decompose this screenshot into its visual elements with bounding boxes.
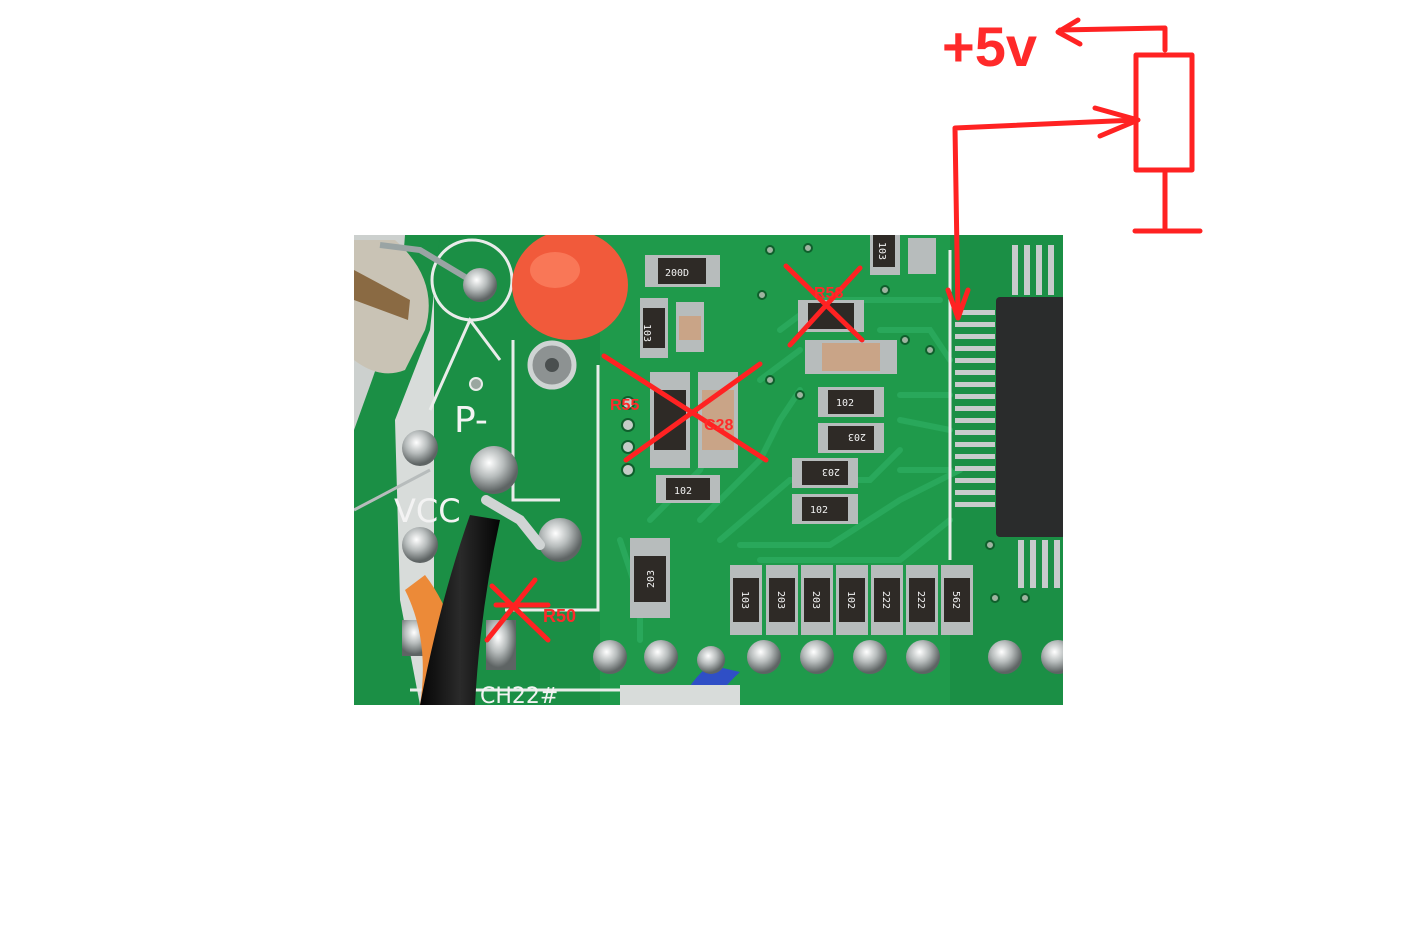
chip-102-right: 102 <box>836 398 854 409</box>
orange-capacitor <box>512 235 628 340</box>
label-r58: R58 <box>814 285 843 302</box>
cross-r55-c28 <box>601 353 769 463</box>
label-r55: R55 <box>610 397 639 414</box>
chip-103-a: 103 <box>641 324 652 342</box>
black-wire <box>420 515 500 705</box>
ic-chip <box>955 245 1063 588</box>
chip-row-5: 222 <box>880 591 891 609</box>
resistor-row: 103 203 203 102 222 222 562 <box>730 565 973 635</box>
ic-pins-left <box>955 310 995 507</box>
pads-left <box>402 430 582 670</box>
pcb-photo: P- VCC <box>354 235 1063 709</box>
annotations: +5v <box>484 15 1203 643</box>
chip-102-mid: 102 <box>674 486 692 497</box>
silk-label-p: P- <box>454 400 488 441</box>
silk-label-vcc: VCC <box>394 492 461 530</box>
chip-203-bottom-left: 203 <box>646 570 657 588</box>
small-holes <box>621 396 635 477</box>
cross-r50 <box>484 577 551 643</box>
chip-row-3: 203 <box>810 591 821 609</box>
silk-board-mark: CH22# <box>480 684 558 709</box>
chip-row-6: 222 <box>915 591 926 609</box>
ic-pins-bottom <box>1018 540 1060 588</box>
chip-row-1: 103 <box>739 591 750 609</box>
chip-row-7: 562 <box>950 591 961 609</box>
chip-103-top-right: 103 <box>876 242 887 260</box>
chip-row-4: 102 <box>845 591 856 609</box>
chip-200d: 200D <box>665 268 689 279</box>
chip-102-right-b: 102 <box>810 505 828 516</box>
chip-row-2: 203 <box>775 591 786 609</box>
wiper-wire <box>952 117 1139 318</box>
voltage-label: +5v <box>942 15 1037 78</box>
chip-203-right-b: 203 <box>822 466 840 477</box>
trimmer-resistor <box>354 240 497 374</box>
ic-pins-top <box>1012 245 1054 295</box>
arrow-to-ic-pin <box>945 287 971 321</box>
arrow-to-5v <box>1057 25 1168 53</box>
potentiometer-symbol <box>1133 52 1195 173</box>
cross-r58 <box>783 263 865 348</box>
header-pads <box>593 640 1063 674</box>
label-r50: R50 <box>543 606 576 626</box>
label-c28: C28 <box>704 417 733 434</box>
chip-203-right-a: 203 <box>848 431 866 442</box>
